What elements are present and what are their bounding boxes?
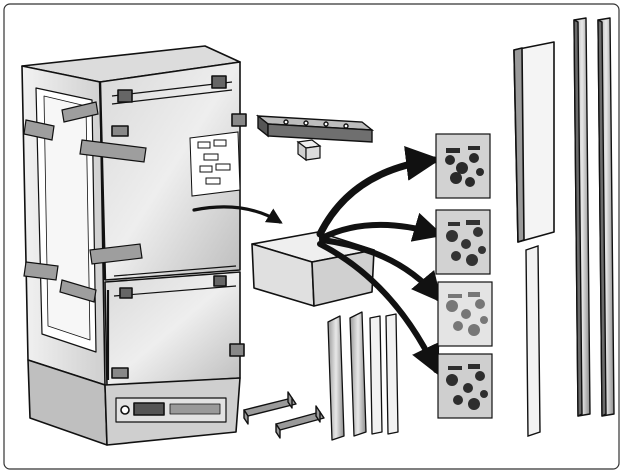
refrigerator-icon <box>21 45 247 446</box>
bracket-icon <box>243 391 325 439</box>
arrows <box>192 146 444 376</box>
bag-icon <box>437 353 493 419</box>
instruction-label <box>189 131 241 197</box>
strip-icon <box>525 245 541 437</box>
cube-icon <box>296 139 322 162</box>
panel-icon <box>513 41 555 243</box>
arrow-box-to-bag-2 <box>319 212 444 242</box>
box-icon <box>251 231 375 307</box>
arrow-box-to-bag-4 <box>317 241 440 376</box>
hardware-bags <box>435 133 493 419</box>
arrow-box-to-bag-1 <box>316 146 441 238</box>
tape-strips <box>23 101 147 303</box>
bag-icon <box>435 209 491 275</box>
bag-icon <box>435 133 491 199</box>
bag-icon <box>437 281 493 347</box>
trim-icon <box>327 311 399 441</box>
arrow-fridge-to-box <box>192 205 283 224</box>
arrow-box-to-bag-3 <box>319 237 442 303</box>
hinge-bar-icon <box>255 114 375 143</box>
rail-icon <box>573 17 615 417</box>
